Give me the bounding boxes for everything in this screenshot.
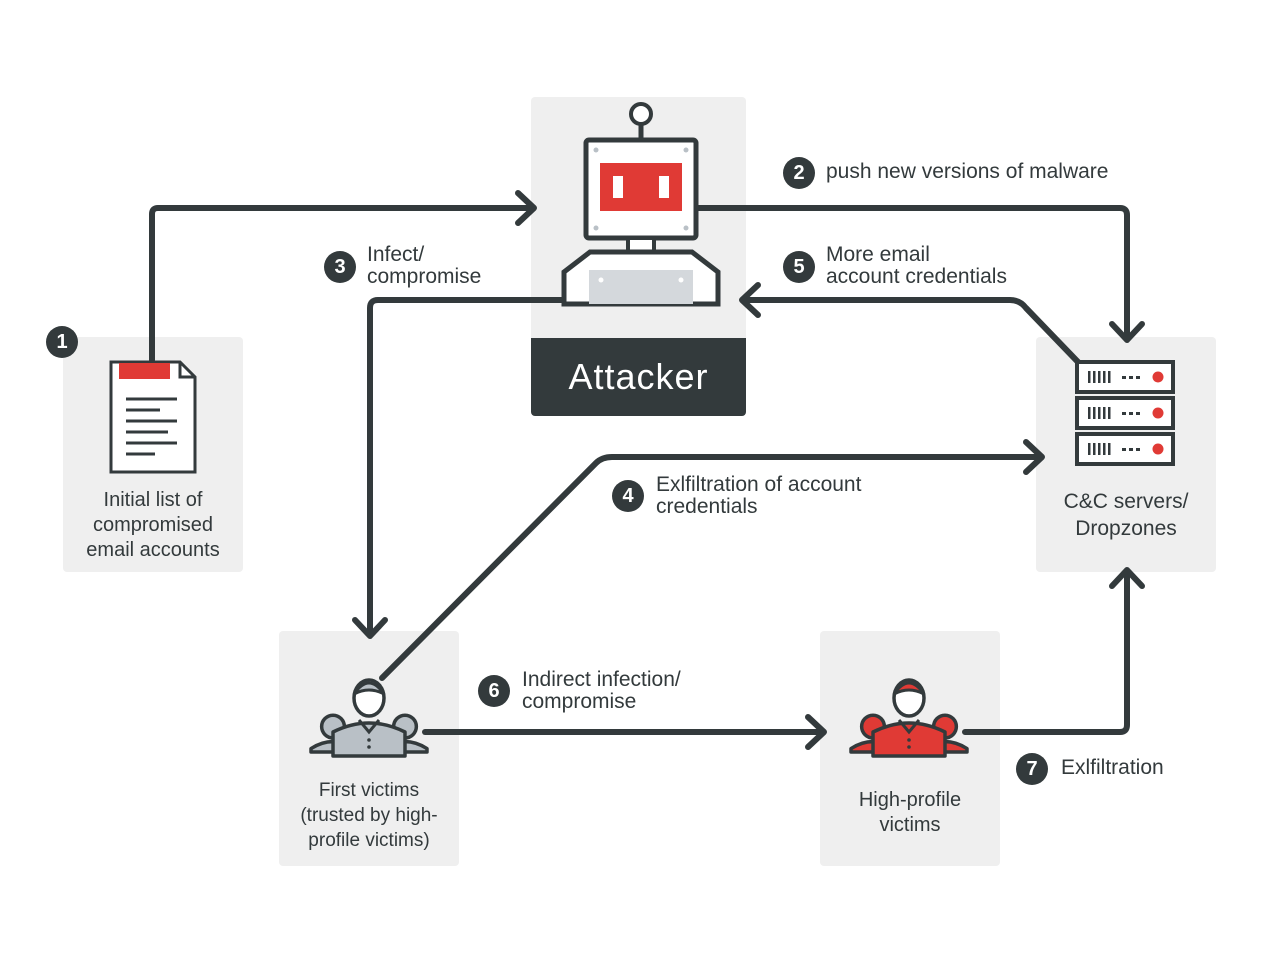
step-1-number: 1 — [46, 326, 78, 358]
step-5-number: 5 — [783, 251, 815, 283]
edge-initial-to-attacker — [149, 205, 535, 363]
server-status-light — [1152, 443, 1164, 455]
cc-servers-label: C&C servers/ Dropzones — [1063, 490, 1189, 540]
step-6-text: Indirect infection/ compromise — [522, 668, 681, 713]
attacker-label: Attacker — [531, 338, 746, 416]
server-icon — [1075, 360, 1175, 466]
step-7-number: 7 — [1016, 753, 1048, 785]
arrowhead-high-profile-to-cc — [1109, 567, 1145, 589]
high-profile-label: High-profile victims — [858, 789, 962, 836]
step-4-number: 4 — [612, 480, 644, 512]
step-3-number: 3 — [324, 251, 356, 283]
step-7-text: Exlfiltration — [1061, 756, 1164, 779]
first-victims-label: First victims (trusted by high- profile … — [300, 780, 438, 851]
edge-high-profile-to-cc — [962, 569, 1130, 735]
server-unit — [1075, 360, 1175, 394]
step-4-text: Exlfiltration of account credentials — [656, 473, 862, 518]
arrowhead-attacker-to-first-victims — [352, 617, 388, 639]
step-3-text: Infect/ compromise — [367, 243, 482, 288]
first-victims-people-icon — [309, 678, 429, 758]
server-status-light — [1152, 371, 1164, 383]
step-6-number: 6 — [478, 675, 510, 707]
step-5-text: More email account credentials — [826, 243, 1007, 288]
high-profile-people-icon — [849, 678, 969, 758]
robot-icon — [561, 102, 721, 307]
arrowhead-first-victims-to-high-profile — [805, 714, 827, 750]
edge-first-victims-to-cc — [379, 454, 1043, 681]
edge-attacker-to-first-victims — [367, 297, 565, 637]
arrowhead-attacker-to-cc — [1109, 321, 1145, 343]
server-status-light — [1152, 407, 1164, 419]
step-2-text: push new versions of malware — [826, 160, 1109, 183]
edge-attacker-to-cc — [694, 205, 1130, 341]
edge-cc-to-attacker — [741, 297, 1081, 365]
initial-list-label: Initial list of compromised email accoun… — [86, 489, 220, 561]
arrowhead-cc-to-attacker — [739, 282, 761, 318]
arrowhead-first-victims-to-cc — [1023, 439, 1045, 475]
arrowhead-initial-to-attacker — [515, 190, 537, 226]
step-2-number: 2 — [783, 157, 815, 189]
document-icon — [109, 360, 197, 474]
